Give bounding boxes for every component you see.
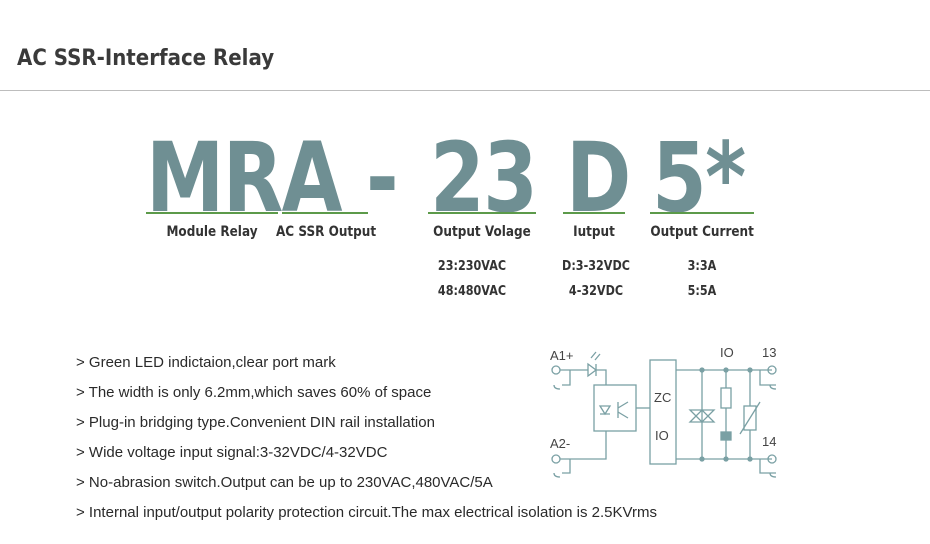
- feature-item: > The width is only 6.2mm,which saves 60…: [76, 384, 432, 401]
- feature-item: > Internal input/output polarity protect…: [76, 504, 657, 521]
- label-a2: A2-: [550, 436, 570, 451]
- model-mra: MRA: [146, 122, 343, 234]
- zc-io-block: [649, 359, 677, 465]
- label-io-inner: IO: [655, 428, 669, 443]
- led-icon: [587, 362, 598, 378]
- label-io: IO: [720, 345, 734, 360]
- value-input-4: 4-32VDC: [568, 284, 624, 299]
- label-a1: A1+: [550, 348, 574, 363]
- header-divider: [0, 90, 930, 91]
- label-output-current: Output Current: [650, 224, 754, 240]
- value-voltage-48: 48:480VAC: [437, 284, 507, 299]
- value-current-3: 3:3A: [687, 259, 717, 274]
- led-light-icon: [590, 351, 601, 361]
- feature-item: > Plug-in bridging type.Convenient DIN r…: [76, 414, 435, 431]
- terminal-a2: [551, 454, 561, 464]
- underline-module-relay: [146, 212, 278, 214]
- underline-input: [563, 212, 625, 214]
- optocoupler: [593, 384, 637, 432]
- opto-diode-icon: [598, 405, 612, 416]
- underline-output-voltage: [428, 212, 536, 214]
- label-input: Iutput: [573, 224, 615, 240]
- feature-item: > Wide voltage input signal:3-32VDC/4-32…: [76, 444, 388, 461]
- terminal-13: [767, 365, 777, 375]
- value-current-5: 5:5A: [687, 284, 717, 299]
- value-voltage-23: 23:230VAC: [437, 259, 507, 274]
- underline-ac-ssr-output: [282, 212, 368, 214]
- terminal-a1: [551, 365, 561, 375]
- label-module-relay: Module Relay: [166, 224, 258, 240]
- model-input-code: D: [566, 122, 631, 234]
- terminal-14: [767, 454, 777, 464]
- page-title: AC SSR-Interface Relay: [17, 46, 275, 71]
- io-led: [720, 431, 732, 441]
- feature-item: > No-abrasion switch.Output can be up to…: [76, 474, 493, 491]
- label-13: 13: [762, 345, 776, 360]
- model-dash: -: [366, 122, 399, 234]
- value-input-d: D:3-32VDC: [562, 259, 630, 274]
- underline-output-current: [650, 212, 754, 214]
- varistor: [743, 405, 757, 431]
- label-zc: ZC: [654, 390, 671, 405]
- feature-list: > Green LED indictaion,clear port mark >…: [76, 352, 657, 532]
- clip-a1: [553, 384, 561, 390]
- clip-a2: [553, 472, 561, 478]
- feature-item: > Green LED indictaion,clear port mark: [76, 354, 336, 371]
- opto-transistor-icon: [617, 401, 629, 419]
- label-ac-ssr-output: AC SSR Output: [275, 224, 377, 240]
- label-14: 14: [762, 434, 776, 449]
- resistor: [720, 387, 732, 409]
- circuit-diagram: A1+ A2- ZC IO IO 13 14: [550, 345, 777, 478]
- model-voltage-code: 23: [430, 122, 538, 234]
- model-current-code: 5*: [652, 122, 746, 234]
- triac-icon: [688, 409, 716, 423]
- label-output-voltage: Output Volage: [433, 224, 531, 240]
